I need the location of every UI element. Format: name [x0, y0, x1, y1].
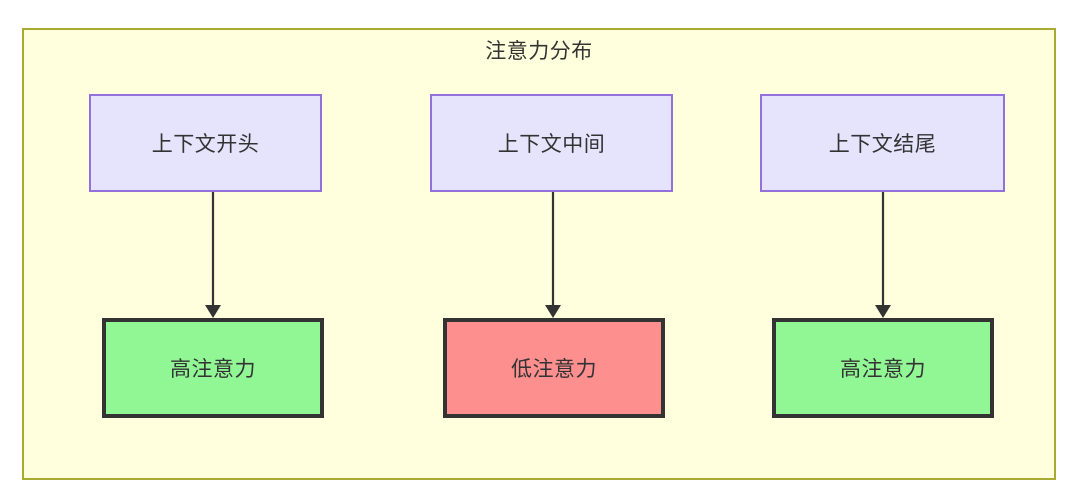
node-high-attention-start[interactable]: 高注意力 [102, 318, 324, 418]
node-high-attention-end[interactable]: 高注意力 [772, 318, 994, 418]
node-context-start[interactable]: 上下文开头 [89, 94, 322, 192]
node-low-attention-middle[interactable]: 低注意力 [443, 318, 665, 418]
node-context-end[interactable]: 上下文结尾 [760, 94, 1005, 192]
cluster-title: 注意力分布 [485, 40, 593, 63]
node-context-middle[interactable]: 上下文中间 [430, 94, 673, 192]
